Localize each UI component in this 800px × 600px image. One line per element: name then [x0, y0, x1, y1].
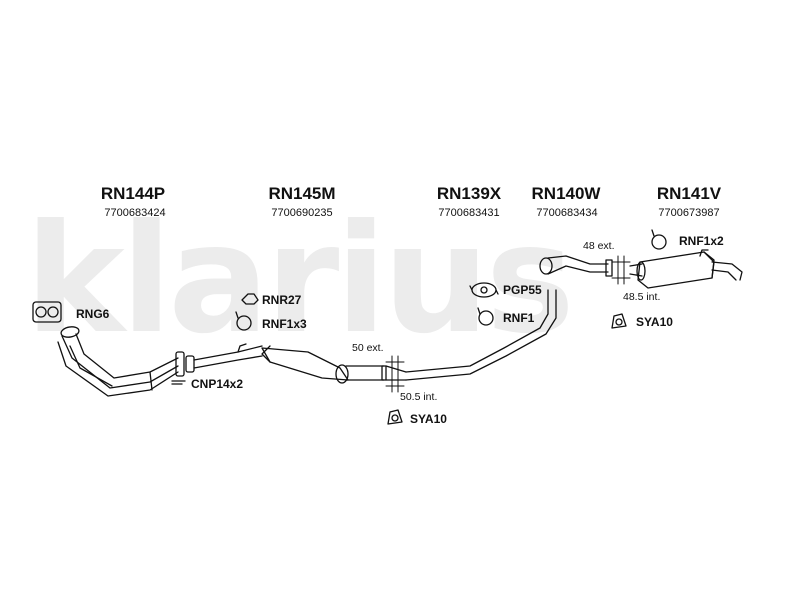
- part-code-rear-pipe: RN140W: [531, 184, 601, 203]
- fitting-label-cnp14x2: CNP14x2: [191, 377, 244, 391]
- gasket-icon: [469, 282, 499, 298]
- part-code-middle-pipe: RN139X: [436, 184, 502, 203]
- part-number-rear-pipe: 7700683434: [536, 207, 598, 219]
- fitting-label-sya10-rear: SYA10: [636, 315, 673, 329]
- middle-pipe: [405, 289, 557, 381]
- clamp-ring-icon: [477, 307, 494, 326]
- hanger-icon: [387, 409, 403, 425]
- dimension-label-joint2-ext: 48 ext.: [583, 240, 615, 252]
- fitting-label-rnf1x2: RNF1x2: [679, 234, 724, 248]
- clamp-ring-icon: [651, 229, 667, 250]
- part-code-centre-silencer: RN145M: [268, 184, 336, 203]
- fitting-label-rnf1x3: RNF1x3: [262, 317, 307, 331]
- fitting-label-rnf1: RNF1: [503, 311, 535, 325]
- bolt-icon: [171, 380, 186, 385]
- fitting-label-pgp55: PGP55: [503, 283, 542, 297]
- rubber-mount-icon: [241, 293, 259, 305]
- gasket-icon: [32, 301, 62, 323]
- fitting-label-rng6: RNG6: [76, 307, 110, 321]
- joint1-markers: [385, 355, 405, 393]
- centre-silencer: [193, 343, 407, 384]
- joint2-markers: [611, 255, 631, 285]
- fitting-label-rnr27: RNR27: [262, 293, 302, 307]
- dimension-label-joint1-int: 50.5 int.: [400, 391, 438, 403]
- brand-watermark: klarius: [25, 193, 575, 367]
- part-number-rear-silencer: 7700673987: [658, 207, 720, 219]
- hanger-icon: [611, 313, 627, 329]
- rear-silencer: [629, 249, 743, 289]
- part-number-middle-pipe: 7700683431: [438, 207, 500, 219]
- front-pipe: [57, 326, 195, 397]
- part-code-front-pipe: RN144P: [100, 184, 166, 203]
- clamp-ring-icon: [235, 311, 252, 331]
- part-number-centre-silencer: 7700690235: [271, 207, 333, 219]
- rear-pipe: [539, 255, 613, 277]
- part-code-rear-silencer: RN141V: [656, 184, 722, 203]
- dimension-label-joint2-int: 48.5 int.: [623, 291, 661, 303]
- part-number-front-pipe: 7700683424: [104, 207, 166, 219]
- fitting-label-sya10-centre: SYA10: [410, 412, 447, 426]
- dimension-label-joint1-ext: 50 ext.: [352, 342, 384, 354]
